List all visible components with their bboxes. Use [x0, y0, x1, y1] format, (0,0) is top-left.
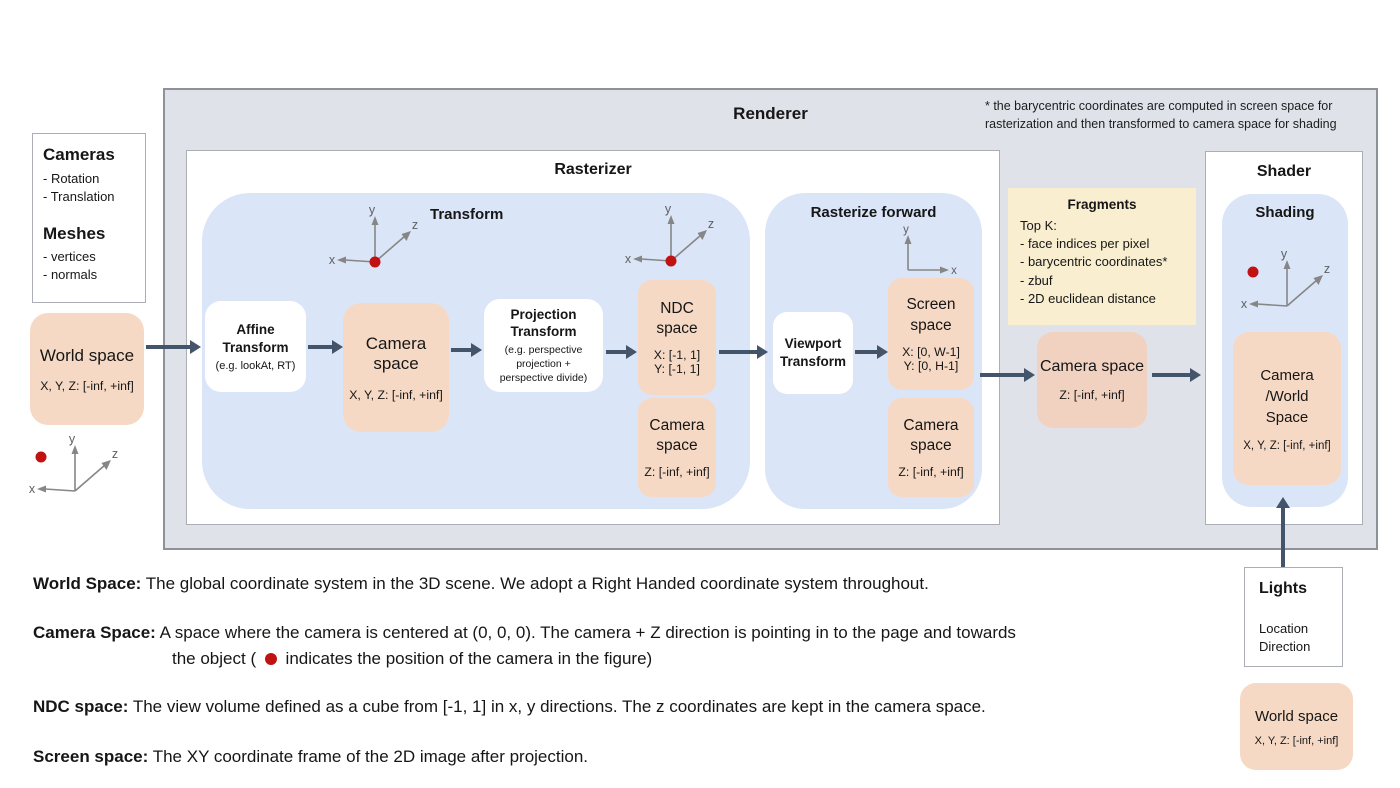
world-space-br-range: X, Y, Z: [-inf, +inf] — [1254, 735, 1339, 747]
camera-space-mid-box: Camera space Z: [-inf, +inf] — [1037, 332, 1147, 428]
camera-space-mid-range: Z: [-inf, +inf] — [1059, 388, 1125, 402]
meshes-item: - vertices — [43, 248, 96, 264]
world-space-br-title: World space — [1254, 708, 1339, 725]
lights-box: Lights Location Direction — [1244, 567, 1343, 667]
camera-space-mid-title: Camera space — [1039, 358, 1145, 375]
definition-text: The view volume defined as a cube from [… — [128, 697, 986, 716]
axis-z-label: z — [1324, 262, 1330, 276]
cameras-item: - Translation — [43, 189, 115, 205]
fragments-list: Top K: - face indices per pixel - baryce… — [1020, 217, 1168, 307]
transform-title: Transform — [430, 206, 504, 223]
definition-text: The XY coordinate frame of the 2D image … — [148, 747, 589, 766]
world-space-left-range: X, Y, Z: [-inf, +inf] — [40, 378, 134, 393]
axis-x-label: x — [1241, 297, 1248, 311]
world-space-br-box: World space X, Y, Z: [-inf, +inf] — [1240, 683, 1353, 770]
camera-space-z-box: Camera space Z: [-inf, +inf] — [888, 398, 974, 497]
lights-title: Lights — [1259, 580, 1307, 597]
axis-y-label: y — [1281, 247, 1288, 261]
viewport-transform-box: Viewport Transform — [773, 312, 853, 394]
projection-transform-sub: (e.g. perspective projection + perspecti… — [499, 343, 588, 385]
camera-world-space-title: Camera /World Space — [1260, 367, 1314, 426]
axis-z-label: z — [112, 447, 118, 461]
definition-text: A space where the camera is centered at … — [155, 623, 1016, 642]
ndc-space-box: NDC space X: [-1, 1] Y: [-1, 1] — [638, 280, 716, 395]
ndc-space-range: X: [-1, 1] Y: [-1, 1] — [653, 348, 701, 377]
axis-y-label: y — [369, 203, 376, 217]
world-space-left-box: World space X, Y, Z: [-inf, +inf] — [30, 313, 144, 425]
axis-y-label: y — [903, 224, 909, 236]
meshes-title: Meshes — [43, 223, 106, 243]
definition-label: World Space: — [33, 574, 142, 593]
axis-z-label: z — [708, 217, 714, 231]
cameras-title: Cameras — [43, 145, 115, 164]
camera-space-z-range: Z: [-inf, +inf] — [898, 465, 964, 480]
affine-transform-title: Affine Transform — [222, 322, 289, 355]
axis-x-label: x — [29, 482, 36, 496]
definition-text: the object ( — [172, 649, 261, 668]
axis-y-label: y — [665, 202, 672, 216]
definition-text: indicates the position of the camera in … — [280, 649, 653, 668]
camera-space-z-title: Camera space — [649, 416, 705, 454]
arrow-cameramid-to-shader — [1152, 373, 1190, 377]
axes-3d-camera-icon: y z x — [625, 202, 714, 267]
rasterizer-title: Rasterizer — [554, 161, 632, 178]
arrow-affine-to-cameraspace — [308, 345, 332, 349]
definition-world-space: World Space: The global coordinate syste… — [33, 574, 929, 594]
axis-y-label: y — [69, 432, 76, 446]
screen-space-range: X: [0, W-1] Y: [0, H-1] — [902, 344, 960, 373]
definition-ndc-space: NDC space: The view volume defined as a … — [33, 697, 986, 717]
arrow-viewport-to-screen — [855, 350, 877, 354]
camera-space-z-box: Camera space Z: [-inf, +inf] — [638, 398, 716, 497]
cameras-panel: Cameras - Rotation - Translation Meshes … — [32, 133, 146, 303]
arrow-ndc-to-viewport — [719, 350, 757, 354]
axis-x-label: x — [329, 253, 336, 267]
axes-3d-offset-camera-icon: y z x — [1241, 247, 1330, 311]
world-space-left-title: World space — [39, 345, 135, 365]
arrow-worldspace-to-affine — [146, 345, 190, 349]
definition-screen-space: Screen space: The XY coordinate frame of… — [33, 747, 588, 767]
camera-space-z-range: Z: [-inf, +inf] — [644, 465, 710, 480]
viewport-transform-title: Viewport Transform — [779, 336, 847, 369]
definition-label: Camera Space: — [33, 623, 156, 642]
definition-label: NDC space: — [33, 697, 129, 716]
axis-z-label: z — [412, 218, 418, 232]
camera-space-box: Camera space X, Y, Z: [-inf, +inf] — [343, 303, 449, 432]
axis-x-label: x — [625, 252, 632, 266]
fragments-box: Fragments Top K: - face indices per pixe… — [1008, 188, 1196, 325]
fragments-title: Fragments — [1067, 197, 1137, 212]
rasterize-forward-title: Rasterize forward — [810, 204, 937, 221]
axes-3d-camera-icon: y z x — [329, 203, 418, 268]
axes-2d-screen-icon: y x — [903, 224, 957, 277]
lights-items: Location Direction — [1259, 621, 1311, 655]
camera-world-space-range: X, Y, Z: [-inf, +inf] — [1243, 440, 1331, 452]
ndc-space-title: NDC space — [656, 299, 698, 337]
projection-transform-title: Projection Transform — [510, 306, 577, 340]
definition-text: The global coordinate system in the 3D s… — [141, 574, 929, 593]
camera-space-title: Camera space — [365, 333, 427, 373]
definition-camera-space-cont: the object ( indicates the position of t… — [172, 649, 652, 669]
affine-transform-box: Affine Transform (e.g. lookAt, RT) — [205, 301, 306, 392]
camera-space-z-title: Camera space — [903, 416, 959, 454]
screen-space-title: Screen space — [906, 296, 956, 334]
affine-transform-sub: (e.g. lookAt, RT) — [215, 359, 296, 372]
axis-x-label: x — [951, 265, 957, 277]
definition-camera-space: Camera Space: A space where the camera i… — [33, 623, 1016, 643]
shader-title: Shader — [1256, 163, 1312, 180]
screen-space-box: Screen space X: [0, W-1] Y: [0, H-1] — [888, 278, 974, 390]
arrow-projection-to-ndc — [606, 350, 626, 354]
shading-title: Shading — [1255, 204, 1315, 221]
axes-3d-offset-camera-icon: y z x — [29, 432, 118, 496]
barycentric-note: * the barycentric coordinates are comput… — [985, 99, 1337, 132]
projection-transform-box: Projection Transform (e.g. perspective p… — [484, 299, 603, 392]
camera-world-space-box: Camera /World Space X, Y, Z: [-inf, +inf… — [1233, 332, 1341, 485]
arrow-cameraspace-to-projection — [451, 348, 471, 352]
renderer-title: Renderer — [733, 104, 808, 123]
arrow-screen-to-cameramid — [980, 373, 1024, 377]
definition-label: Screen space: — [33, 747, 149, 766]
arrow-lights-to-shader — [1281, 508, 1285, 567]
camera-position-dot-icon — [264, 653, 277, 665]
camera-space-range: X, Y, Z: [-inf, +inf] — [349, 387, 443, 402]
meshes-item: - normals — [43, 267, 98, 283]
cameras-item: - Rotation — [43, 171, 100, 186]
